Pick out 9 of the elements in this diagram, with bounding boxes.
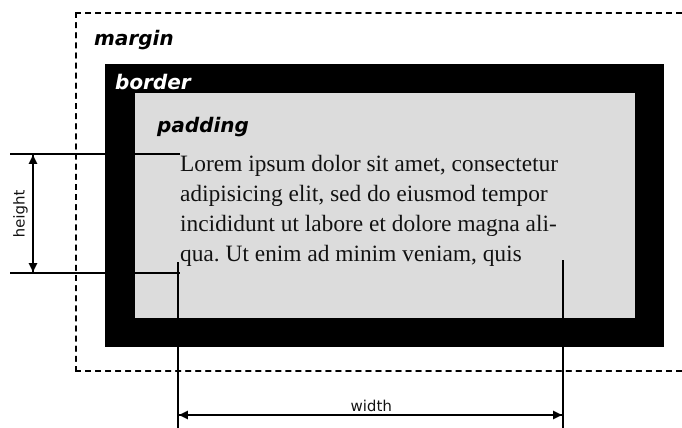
- content-paragraph: Lorem ipsum dolor sit amet, consectetur adipisicing elit, sed do eiusmod tempor incididunt ut labore et dolore magna ali-qua. Ut enim ad minim veniam, quis: [180, 150, 560, 269]
- box-heading: margin: [94, 28, 174, 48]
- padding-box: [135, 93, 635, 318]
- box-heading: border: [115, 72, 191, 92]
- dimension-label: height: [12, 189, 28, 237]
- border-box: [105, 64, 664, 347]
- dimension-label: width: [350, 398, 392, 414]
- box-heading: padding: [157, 115, 249, 135]
- margin-box: [75, 12, 682, 372]
